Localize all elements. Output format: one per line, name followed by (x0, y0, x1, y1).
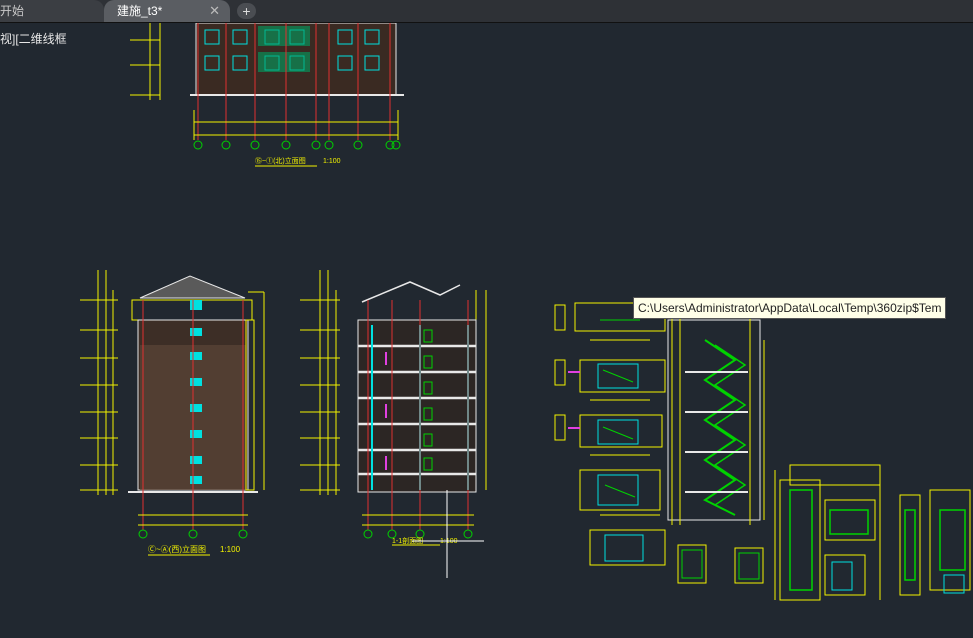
detail-drawings (554, 302, 971, 601)
document-tab-bar: 开始 建施_t3* ✕ + (0, 0, 973, 23)
crosshair-cursor-icon (412, 490, 484, 578)
viewport-control-label[interactable]: 视][二维线框 (0, 32, 67, 46)
side-elevation-title: Ⓒ~Ⓐ(西)立面图 (148, 544, 206, 554)
rear-elevation-title: ⑮~①(北)立面图 (255, 156, 306, 165)
new-tab-button[interactable]: + (237, 3, 256, 19)
file-path-tooltip: C:\Users\Administrator\AppData\Local\Tem… (633, 297, 947, 319)
side-elevation-scale: 1:100 (220, 545, 241, 554)
side-elevation-drawing: Ⓒ~Ⓐ(西)立面图 1:100 (80, 270, 265, 556)
tab-active-label: 建施_t3* (117, 4, 163, 18)
section-title: 1-1剖面图 (392, 536, 423, 545)
tab-start-label: 开始 (0, 4, 25, 18)
rear-elevation-drawing: ⑮~①(北)立面图 1:100 (130, 23, 404, 167)
rear-elevation-scale: 1:100 (323, 158, 341, 165)
close-icon[interactable]: ✕ (209, 3, 220, 18)
drawing-canvas[interactable]: ⑮~①(北)立面图 1:100 (0, 23, 973, 638)
tab-active-drawing[interactable]: 建施_t3* ✕ (104, 0, 230, 22)
section-drawing: 1-1剖面图 1:100 (300, 270, 487, 546)
tab-start[interactable]: 开始 (0, 0, 104, 22)
